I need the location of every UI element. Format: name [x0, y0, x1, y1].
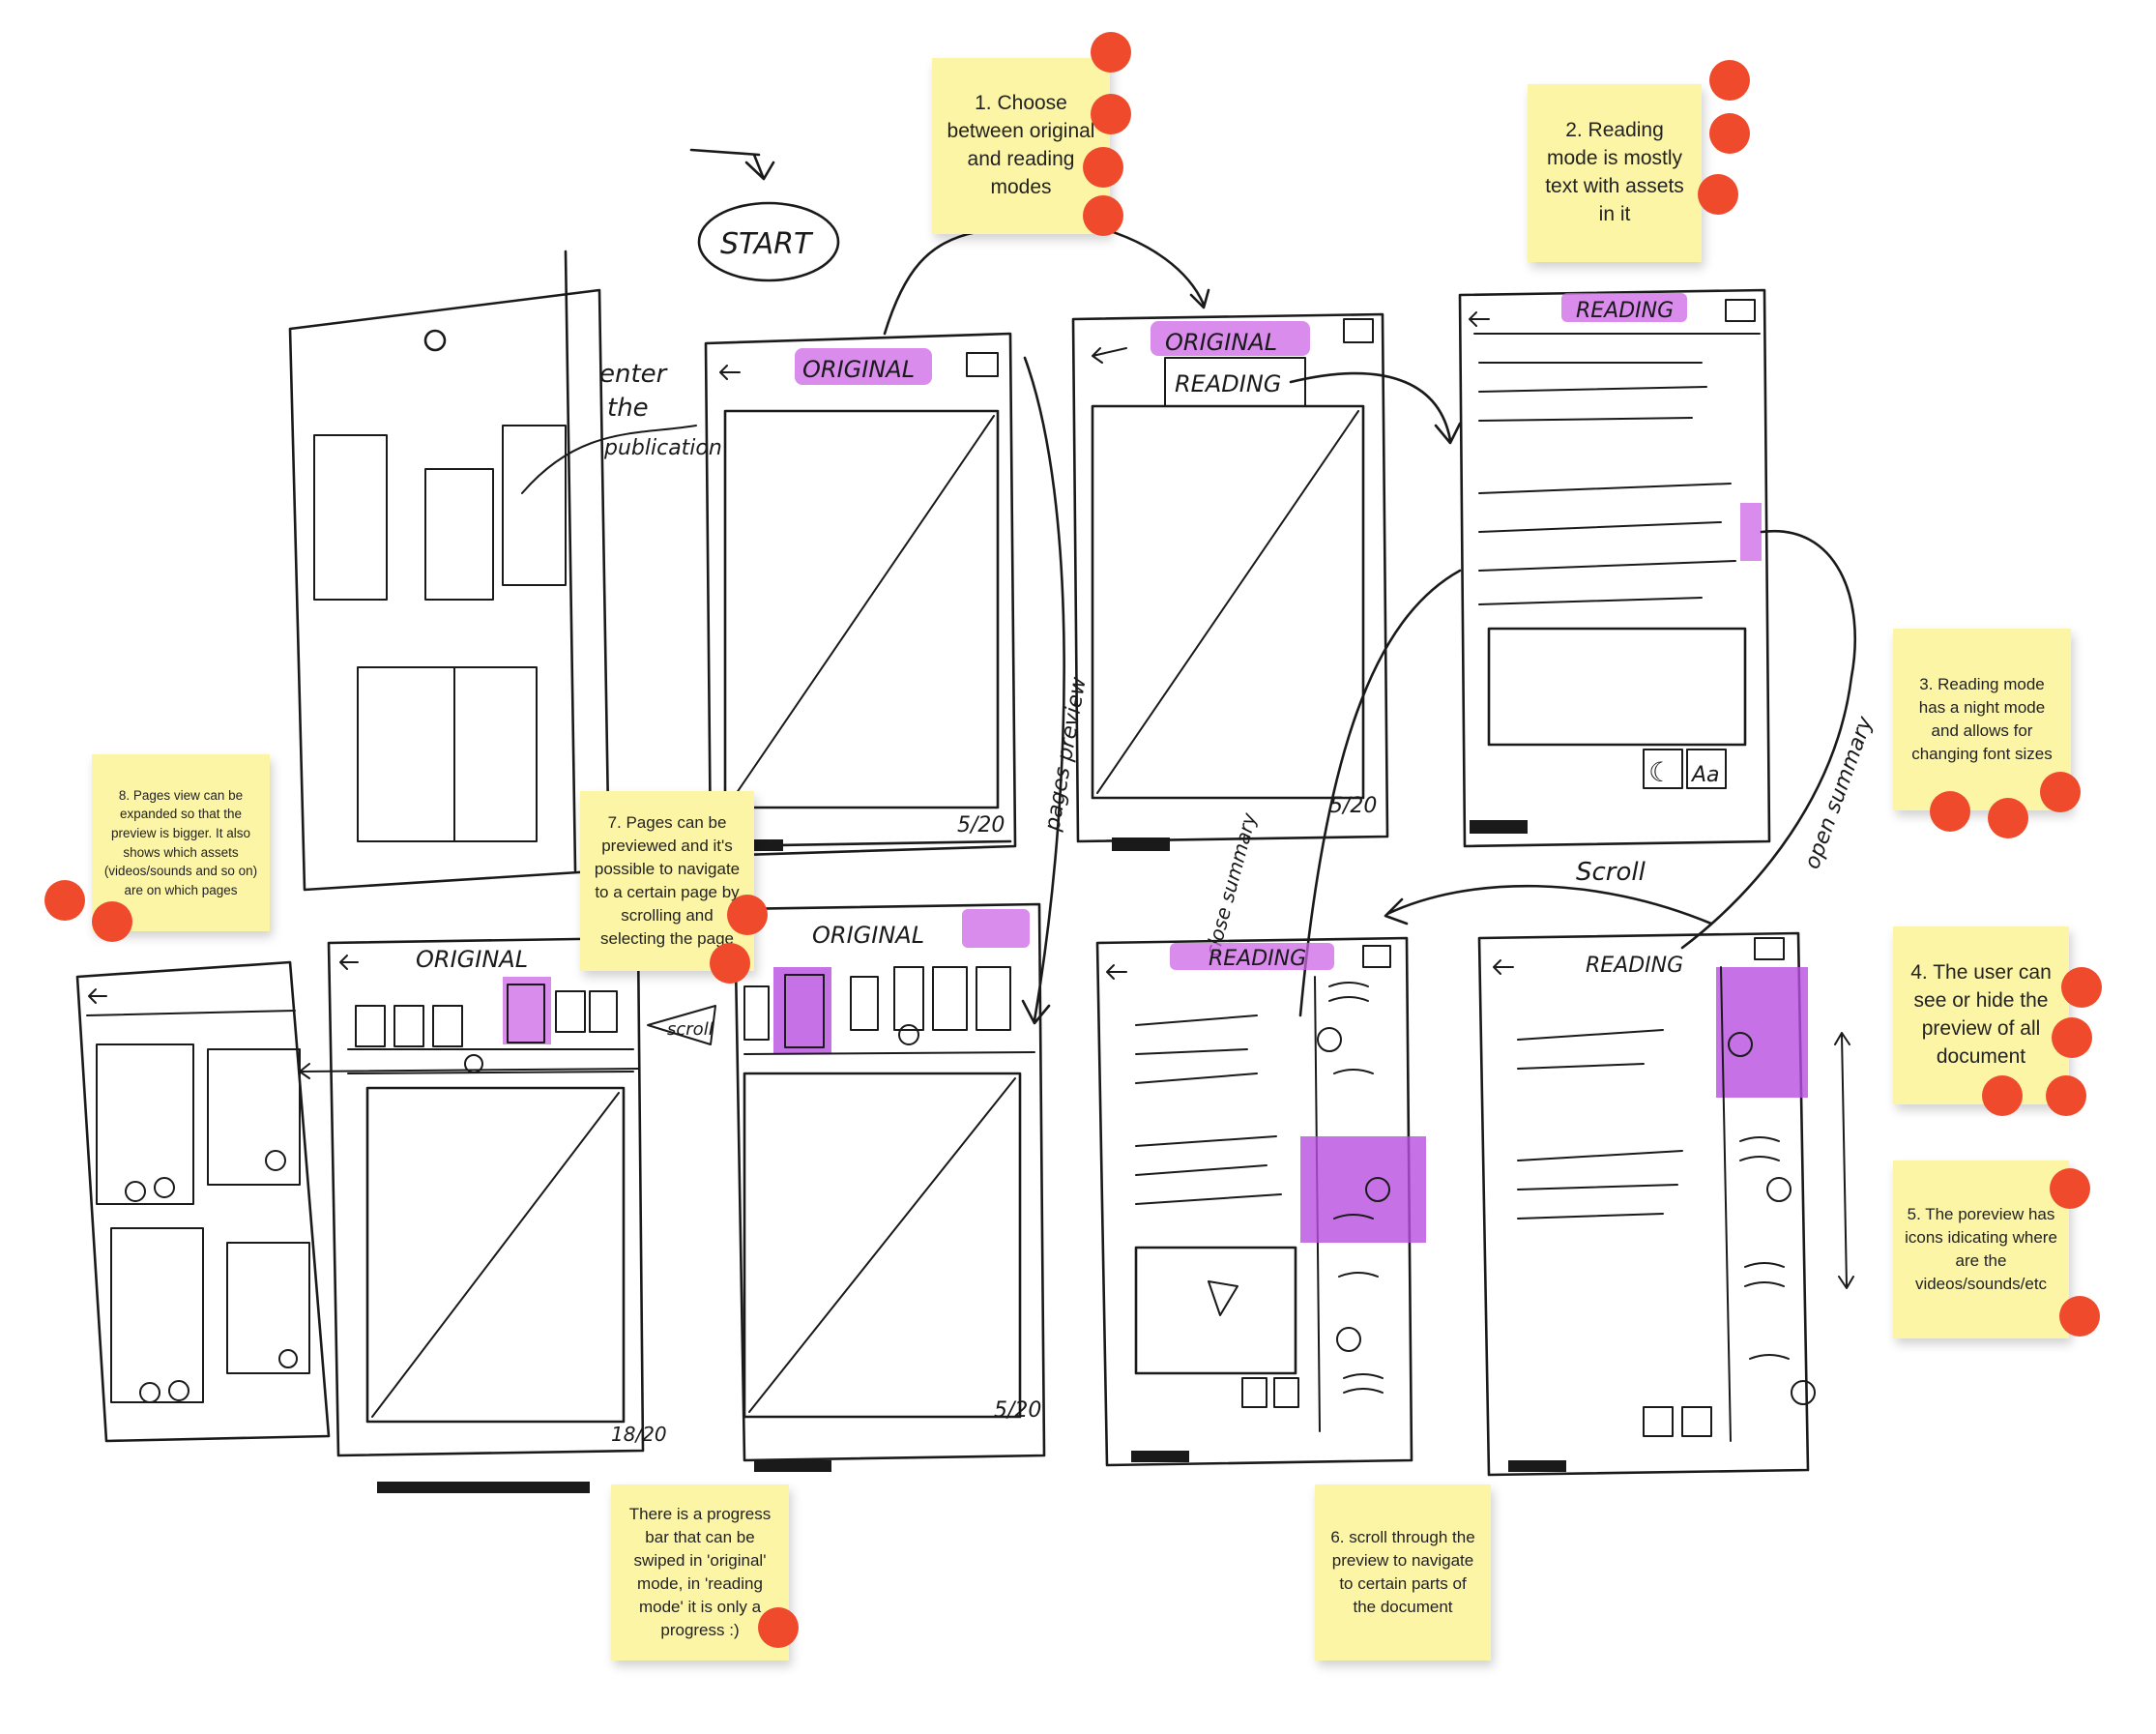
arrow-scroll	[1385, 886, 1711, 924]
enter-label-2: the	[607, 394, 649, 423]
original-label-top: ORIGINAL	[812, 922, 924, 949]
vote-dot	[1091, 32, 1131, 73]
reading-summary-screen-sketch: READING	[1097, 938, 1426, 1465]
arrow-dropdown-to-reading	[1291, 373, 1460, 443]
start-marker: START	[691, 150, 838, 280]
reading-tab-label: READING	[1576, 299, 1674, 323]
vote-dot	[1982, 1075, 2023, 1116]
note-preview-icons: 5. The poreview has icons idicating wher…	[1893, 1161, 2069, 1338]
vote-dot	[1091, 94, 1131, 134]
page-count-3: 18/20	[611, 1423, 667, 1446]
vote-dot	[92, 901, 132, 942]
expanded-pages-screen-sketch	[77, 962, 329, 1441]
vote-dot	[1698, 174, 1738, 215]
reading-mode-screen-sketch: READING ☾ Aa	[1460, 290, 1769, 846]
page-count-2: 5/20	[1329, 794, 1377, 818]
arrow-note1-to-dropdown	[1097, 227, 1209, 308]
vote-dot	[2052, 1017, 2092, 1058]
font-size-icon: Aa	[1690, 763, 1720, 787]
page-count-1: 5/20	[957, 813, 1005, 838]
vote-dot	[44, 880, 85, 921]
original-tab-label: ORIGINAL	[802, 356, 915, 383]
vote-dot	[1988, 798, 2028, 838]
scroll-small-label: scroll	[667, 1019, 714, 1040]
vote-dot	[2046, 1075, 2086, 1116]
reading-label-summary: READING	[1209, 947, 1306, 971]
vote-dot	[758, 1607, 799, 1648]
vote-dot	[2040, 772, 2081, 812]
enter-label-3: publication	[603, 436, 722, 460]
scroll-label: Scroll	[1576, 858, 1646, 887]
start-label: START	[720, 227, 814, 261]
vote-dot	[1709, 113, 1750, 154]
close-summary-label: close summary	[1201, 809, 1262, 958]
vote-dot	[2059, 1296, 2100, 1337]
night-mode-icon: ☾	[1648, 756, 1673, 788]
original-mode-screen-sketch: ORIGINAL 5/20	[706, 334, 1015, 856]
vote-dot	[710, 943, 750, 984]
note-show-hide-preview: 4. The user can see or hide the preview …	[1893, 926, 2069, 1104]
vote-dot	[1083, 195, 1123, 236]
vote-dot	[1709, 60, 1750, 101]
pages-preview-expanded-screen-sketch: ORIGINAL 18/20	[300, 938, 667, 1493]
enter-label-1: enter	[599, 360, 669, 389]
pages-preview-label: pages preview	[1040, 675, 1092, 834]
reading-preview-screen-sketch: READING	[1479, 933, 1853, 1475]
original-thumbnails-screen-sketch: ORIGINAL 5/20	[735, 904, 1044, 1472]
reading-label-preview: READING	[1586, 954, 1683, 978]
note-reading-mostly-text: 2. Reading mode is mostly text with asse…	[1528, 84, 1702, 262]
note-scroll-preview: 6. scroll through the preview to navigat…	[1315, 1484, 1491, 1661]
vote-dot	[2061, 967, 2102, 1008]
vote-dot	[1930, 791, 1970, 832]
arrow-note1-to-original	[885, 232, 976, 334]
vote-dot	[2050, 1168, 2090, 1209]
dropdown-original-label: ORIGINAL	[1165, 329, 1277, 356]
page-count-4: 5/20	[994, 1398, 1041, 1423]
original-label-small: ORIGINAL	[416, 946, 528, 973]
vote-dot	[1083, 147, 1123, 188]
dropdown-reading-label: READING	[1175, 370, 1281, 397]
vote-dot	[727, 895, 768, 935]
